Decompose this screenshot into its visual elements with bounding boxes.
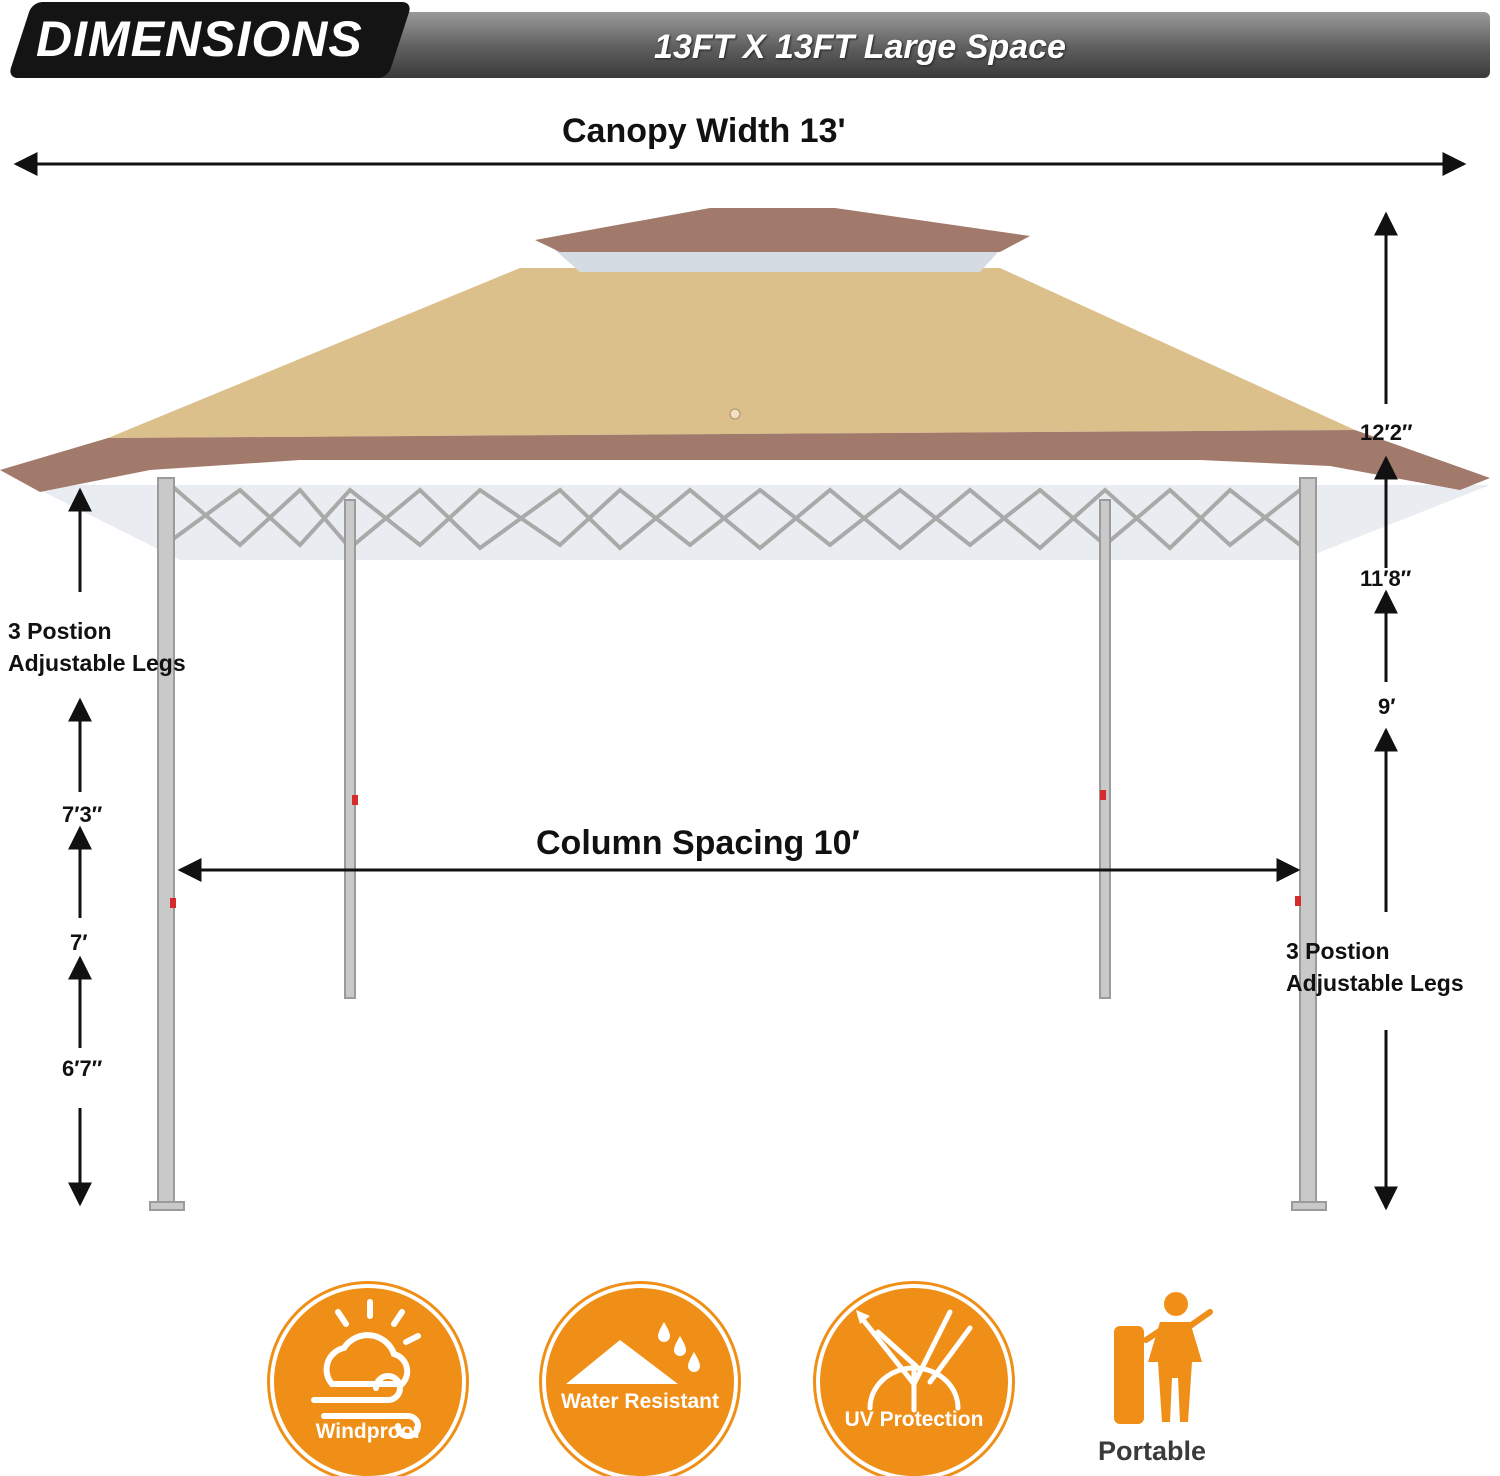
left-legs-label-line1: 3 Postion xyxy=(8,618,112,644)
portable-label: Portable xyxy=(1098,1436,1207,1466)
windproof-badge: Windproof xyxy=(274,1288,462,1476)
windproof-label: Windproof xyxy=(315,1420,421,1443)
water-resistant-label: Water Resistant xyxy=(561,1390,719,1413)
vent-roof xyxy=(535,208,1030,252)
cloud-wind-icon xyxy=(311,1299,421,1439)
canopy-trim xyxy=(0,430,1490,492)
canopy-illustration xyxy=(0,152,1490,1211)
canopy-width-label: Canopy Width 13' xyxy=(562,112,846,150)
roof-grommet xyxy=(729,408,741,420)
header-subtitle: 13FT X 13FT Large Space xyxy=(654,28,1066,66)
right-legs-label-line1: 3 Postion xyxy=(1286,938,1390,964)
right-height-high: 12′2″ xyxy=(1360,420,1413,445)
header-band: DIMENSIONS 13FT X 13FT Large Space xyxy=(0,0,1500,84)
canopy-underside xyxy=(30,485,1490,560)
leg-buttons xyxy=(170,790,1301,908)
truss-frame xyxy=(163,478,1302,551)
left-legs-label-line2: Adjustable Legs xyxy=(8,650,186,676)
water-resistant-badge: Water Resistant xyxy=(546,1288,734,1476)
column-spacing-label: Column Spacing 10′ xyxy=(536,824,860,862)
header-band-gradient xyxy=(300,12,1490,78)
uv-protection-label: UV Protection xyxy=(844,1408,984,1431)
umbrella-sun-icon xyxy=(856,1309,973,1413)
uv-protection-badge: UV Protection xyxy=(820,1288,1008,1476)
left-height-mid: 7′ xyxy=(70,930,88,955)
right-legs-label-line2: Adjustable Legs xyxy=(1286,970,1464,996)
header-title: DIMENSIONS xyxy=(36,11,363,67)
left-height-high: 7′3″ xyxy=(62,802,103,827)
person-bag-icon xyxy=(1114,1292,1213,1424)
vent-gap xyxy=(555,250,1000,272)
canopy-roof xyxy=(108,268,1355,438)
tent-drops-icon xyxy=(566,1322,700,1384)
right-height-mid: 11′8″ xyxy=(1360,566,1412,591)
right-height-low: 9′ xyxy=(1378,694,1396,719)
leg-feet xyxy=(149,1201,1327,1211)
left-height-low: 6′7″ xyxy=(62,1056,103,1081)
